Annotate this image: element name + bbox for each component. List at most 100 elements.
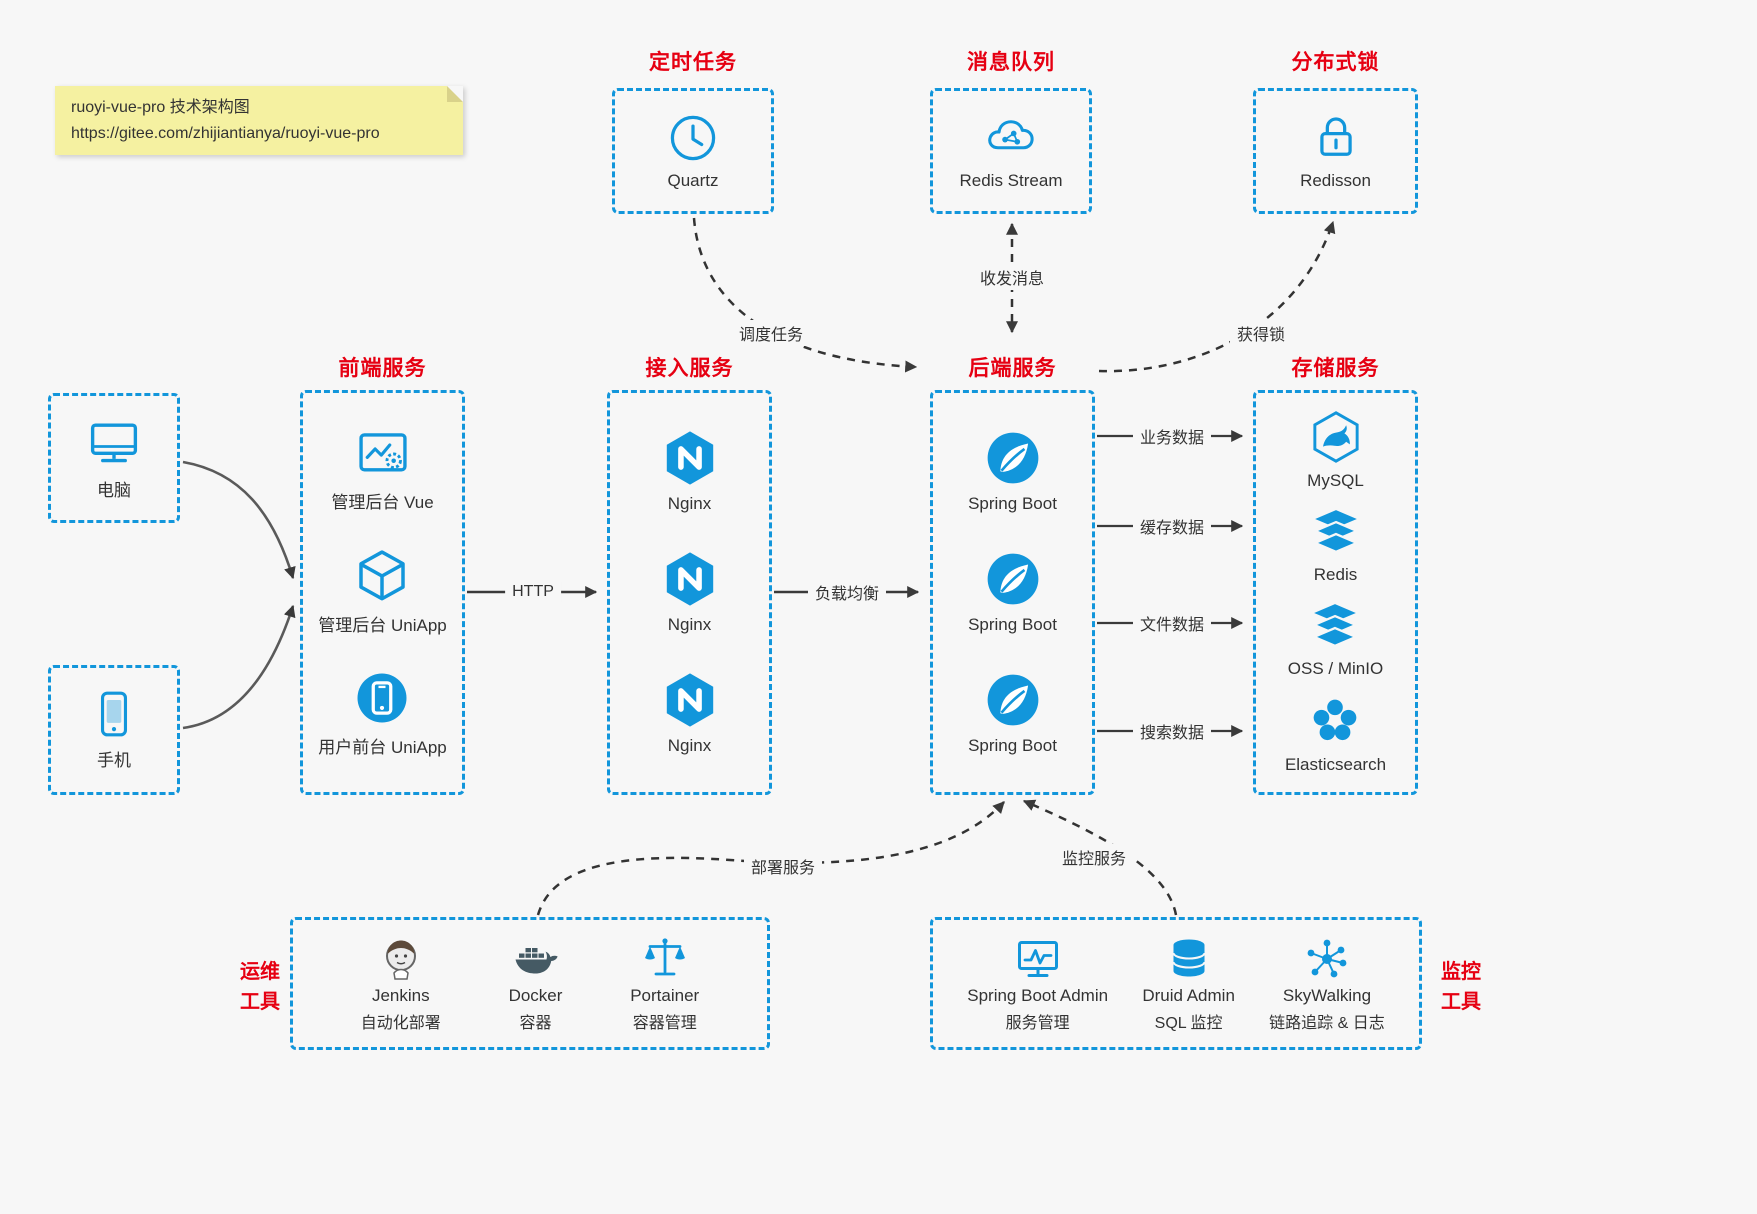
edge-label-search-data: 搜索数据 [1132,718,1212,744]
redis-stack-icon [1309,508,1363,558]
node-springboot-1: Spring Boot [968,429,1057,514]
node-label: 手机 [97,751,131,770]
node-portainer: Portainer 容器管理 [630,935,699,1033]
node-skywalking: SkyWalking 链路追踪 & 日志 [1269,935,1385,1033]
node-docker: Docker 容器 [509,935,562,1033]
network-graph-icon [1303,935,1351,983]
mobile-app-icon [354,670,410,726]
gateway-box: Nginx Nginx Nginx [607,390,772,795]
edge-label-deploy-service: 部署服务 [743,853,823,879]
spring-leaf-icon [984,550,1042,608]
node-label: 用户前台 UniApp [318,737,447,757]
cloud-network-icon [983,112,1039,164]
edge-label-cache-data: 缓存数据 [1132,513,1212,539]
spring-leaf-icon [984,671,1042,729]
node-label: Elasticsearch [1284,755,1387,774]
client-pc-box: 电脑 [48,393,180,523]
node-jenkins: Jenkins 自动化部署 [361,935,441,1033]
node-spring-boot-admin: Spring Boot Admin 服务管理 [967,935,1108,1033]
edge-label-monitor-service: 监控服务 [1054,844,1134,870]
redisson-box: Redisson [1253,88,1418,214]
node-label: MySQL [1307,471,1364,490]
node-label: Quartz [667,170,719,190]
node-name: Druid Admin [1142,985,1235,1005]
edge-phone-to-frontend [182,604,296,730]
monitoring-tools-title: 监控 工具 [1437,957,1485,1017]
node-nginx-2: Nginx [661,550,719,635]
edge-label-send-receive-message: 收发消息 [972,264,1052,290]
mysql-icon [1309,410,1363,464]
node-desc: 链路追踪 & 日志 [1269,1014,1385,1032]
ops-title-line2: 工具 [240,991,280,1013]
edge-pc-to-frontend [182,460,296,580]
node-name: Spring Boot Admin [967,985,1109,1005]
edge-label-http: HTTP [505,582,561,602]
node-desc: 服务管理 [1005,1014,1070,1032]
node-label: Spring Boot [968,615,1057,634]
node-redis-stream: Redis Stream [959,112,1063,191]
node-name: Jenkins [371,985,430,1005]
node-name: Portainer [630,985,700,1005]
node-pc: 电脑 [87,415,141,501]
node-label: Nginx [667,736,712,755]
node-admin-uniapp: 管理后台 UniApp [318,548,447,636]
node-desc: 自动化部署 [360,1014,441,1032]
note-title: ruoyi-vue-pro 技术架构图 [71,99,250,116]
backend-box: Spring Boot Spring Boot Spring Boot [930,390,1095,795]
admin-vue-icon [354,427,412,481]
section-title-message-queue: 消息队列 [967,51,1055,74]
node-mysql: MySQL [1307,410,1364,491]
clock-icon [667,112,719,164]
elasticsearch-icon [1309,696,1361,748]
node-desc: SQL 监控 [1154,1014,1223,1032]
section-title-distributed-lock: 分布式锁 [1291,51,1380,74]
section-title-backend: 后端服务 [968,357,1057,380]
node-label: Nginx [667,494,712,513]
node-label: OSS / MinIO [1287,659,1384,678]
node-druid-admin: Druid Admin SQL 监控 [1142,935,1235,1033]
frontend-box: 管理后台 Vue 管理后台 UniApp 用户前台 UniApp [300,390,465,795]
node-name: SkyWalking [1282,985,1372,1005]
node-springboot-3: Spring Boot [968,671,1057,756]
lock-icon [1310,112,1362,164]
section-title-scheduled-tasks: 定时任务 [649,51,737,74]
nginx-icon [661,429,719,487]
node-label: Redis Stream [959,170,1063,190]
scales-icon [641,935,689,983]
docker-whale-icon [510,935,562,983]
client-phone-box: 手机 [48,665,180,795]
edge-label-load-balance: 负载均衡 [807,579,887,605]
database-icon [1165,935,1213,983]
section-title-frontend: 前端服务 [338,357,427,380]
node-redisson: Redisson [1300,112,1371,191]
node-oss-minio: OSS / MinIO [1288,602,1383,679]
nginx-icon [661,550,719,608]
note-url: https://gitee.com/zhijiantianya/ruoyi-vu… [71,124,380,142]
monitoring-title-line2: 工具 [1441,991,1481,1013]
sticky-note: ruoyi-vue-pro 技术架构图 https://gitee.com/zh… [55,86,463,156]
node-quartz: Quartz [667,112,719,191]
node-label: Spring Boot [968,494,1057,513]
node-phone: 手机 [89,689,139,771]
storage-box: MySQL Redis OSS / MinIO Elasticsearch [1253,390,1418,795]
node-label: 管理后台 Vue [331,493,434,513]
spring-leaf-icon [984,429,1042,487]
node-label: 电脑 [97,481,131,500]
redis-stream-box: Redis Stream [930,88,1092,214]
edge-label-acquire-lock: 获得锁 [1229,320,1293,346]
jenkins-icon [377,935,425,983]
node-label: Redis [1313,565,1358,584]
phone-icon [89,689,139,739]
ops-tools-box: Jenkins 自动化部署 Docker 容器 Portainer 容器管理 [290,917,770,1050]
ops-tools-title: 运维 工具 [236,957,284,1017]
node-springboot-2: Spring Boot [968,550,1057,635]
node-label: Nginx [667,615,712,634]
node-label: 管理后台 UniApp [318,615,447,635]
section-title-storage: 存储服务 [1291,357,1380,380]
node-nginx-1: Nginx [661,429,719,514]
node-label: Redisson [1300,170,1371,190]
desktop-icon [87,415,141,469]
monitoring-title-line1: 监控 [1441,961,1481,983]
